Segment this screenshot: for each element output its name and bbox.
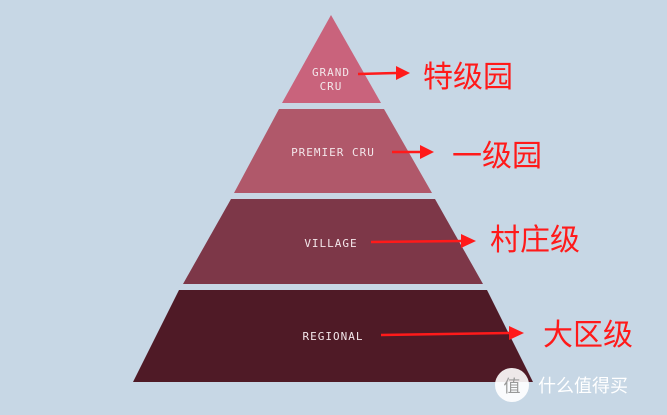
tier-village-translation: 村庄级	[490, 223, 580, 258]
tier-regional-translation: 大区级	[543, 318, 633, 353]
tier-regional-band	[133, 290, 533, 382]
tier-premier-cru-translation: 一级园	[452, 139, 542, 174]
watermark: 值 什么值得买	[495, 368, 628, 402]
tier-grand-cru-label-line1: GRAND	[312, 66, 350, 79]
tier-grand-cru-translation: 特级园	[423, 60, 513, 95]
arrow-icon	[380, 326, 524, 340]
tier-grand-cru-band	[282, 15, 381, 103]
tier-regional-label: REGIONAL	[303, 330, 364, 343]
arrow-icon	[357, 66, 410, 80]
arrow-icon	[392, 145, 434, 159]
tier-regional: REGIONAL 大区级	[133, 290, 633, 382]
smzdm-logo-icon: 值	[495, 368, 529, 402]
tier-village: VILLAGE 村庄级	[183, 199, 580, 284]
tier-premier-cru-band	[234, 109, 432, 193]
tier-premier-cru: PREMIER CRU 一级园	[234, 109, 542, 193]
tier-village-band	[183, 199, 483, 284]
tier-grand-cru: GRAND CRU 特级园	[282, 15, 513, 103]
tier-village-label: VILLAGE	[304, 237, 357, 250]
arrow-icon	[370, 234, 476, 248]
tier-grand-cru-label-line2: CRU	[320, 80, 343, 93]
tier-premier-cru-label: PREMIER CRU	[291, 146, 375, 159]
watermark-text: 什么值得买	[538, 376, 628, 397]
svg-text:值: 值	[504, 377, 521, 397]
